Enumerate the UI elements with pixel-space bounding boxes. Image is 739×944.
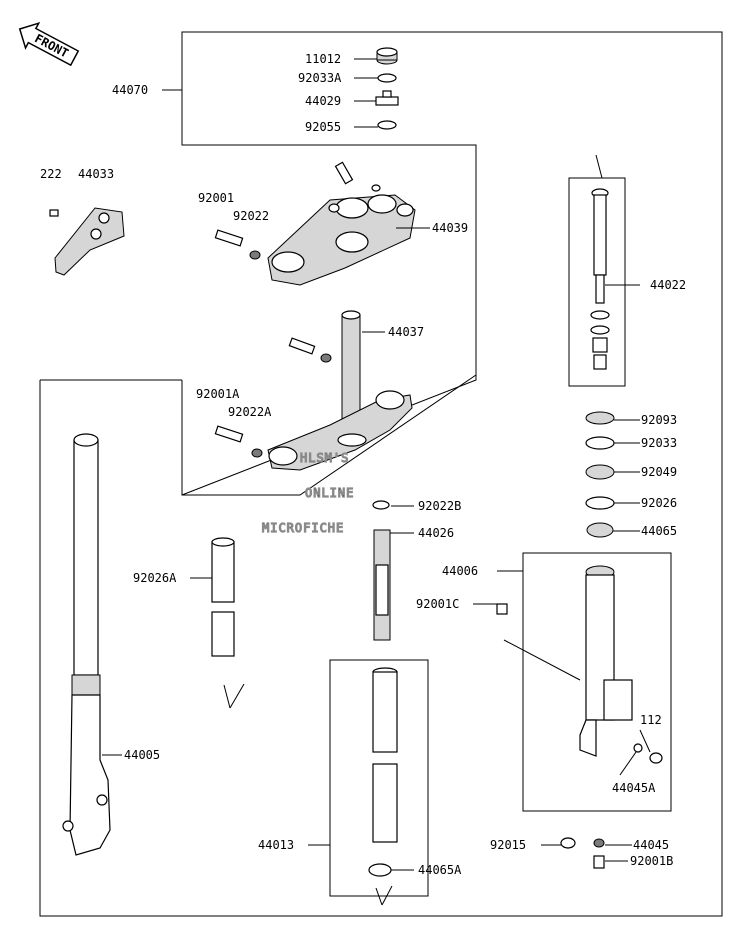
washer-stem [320,353,332,363]
label-92026: 92026 [641,496,677,510]
label-11012: 11012 [305,52,341,66]
washer-44045 [593,838,605,848]
oring-92055 [377,120,397,130]
plug-44045A [633,743,643,753]
inner-tube-44013 [368,667,398,906]
label-44026: 44026 [418,526,454,540]
label-92001: 92001 [198,191,234,205]
watermark-line-1: HLSM'S [300,451,349,465]
leader-lines [102,58,651,871]
bolt-92001A [214,425,263,458]
bolt-92015 [560,837,576,849]
bolt-stem [288,337,316,355]
label-92049: 92049 [641,465,677,479]
label-44065A: 44065A [418,863,462,877]
label-92001C: 92001C [416,597,459,611]
cartridge-leader [595,154,603,179]
label-44039: 44039 [432,221,468,235]
label-44037: 44037 [388,325,424,339]
label-92055: 92055 [305,120,341,134]
bolt-upper [334,161,381,192]
cartridge-44022 [590,188,610,370]
upper-group-frame [181,32,477,496]
screw-112 [649,752,663,764]
front-arrow-icon: FRONT [18,21,80,67]
seal-92049 [585,464,615,480]
label-92015: 92015 [490,838,526,852]
cap-11012 [376,47,398,65]
bolt-92001C [496,603,508,615]
label-92001A: 92001A [196,387,240,401]
seal-92093 [585,411,615,425]
steering-stem-44037 [267,310,413,471]
outer-tube-box [522,552,672,812]
label-222: 222 [40,167,62,181]
oring-92033A [377,73,397,83]
front-label: FRONT [32,31,70,60]
label-44045: 44045 [633,838,669,852]
bushing-44065 [586,522,614,538]
label-92033A: 92033A [298,71,342,85]
label-44065: 44065 [641,524,677,538]
label-44070: 44070 [112,83,148,97]
cartridge-box [568,177,626,387]
bolt-92001B [593,855,605,869]
bolt-92001 [214,229,261,260]
label-92022A: 92022A [228,405,272,419]
spring-44026 [372,500,391,641]
washer-92026 [585,496,615,510]
fork-leg-44005 [62,433,111,856]
label-112: 112 [640,713,662,727]
label-92001B: 92001B [630,854,673,868]
label-44022: 44022 [650,278,686,292]
label-44005: 44005 [124,748,160,762]
watermark-line-3: MICROFICHE [262,521,344,535]
watermark-line-2: ONLINE [305,486,354,500]
label-44029: 44029 [305,94,341,108]
bolt-leader [503,639,581,681]
label-44033: 44033 [78,167,114,181]
bracket-44033 [49,207,125,276]
label-44013: 44013 [258,838,294,852]
label-44045A: 44045A [612,781,656,795]
collar-92026A [211,537,245,709]
upper-clamp-44039 [267,194,416,286]
outer-tube-44006 [503,565,633,757]
label-92026A: 92026A [133,571,177,585]
plug-44029 [375,90,399,106]
label-92093: 92093 [641,413,677,427]
clip-92033 [585,436,615,450]
label-92022: 92022 [233,209,269,223]
label-92033: 92033 [641,436,677,450]
label-44006: 44006 [442,564,478,578]
label-92022B: 92022B [418,499,461,513]
